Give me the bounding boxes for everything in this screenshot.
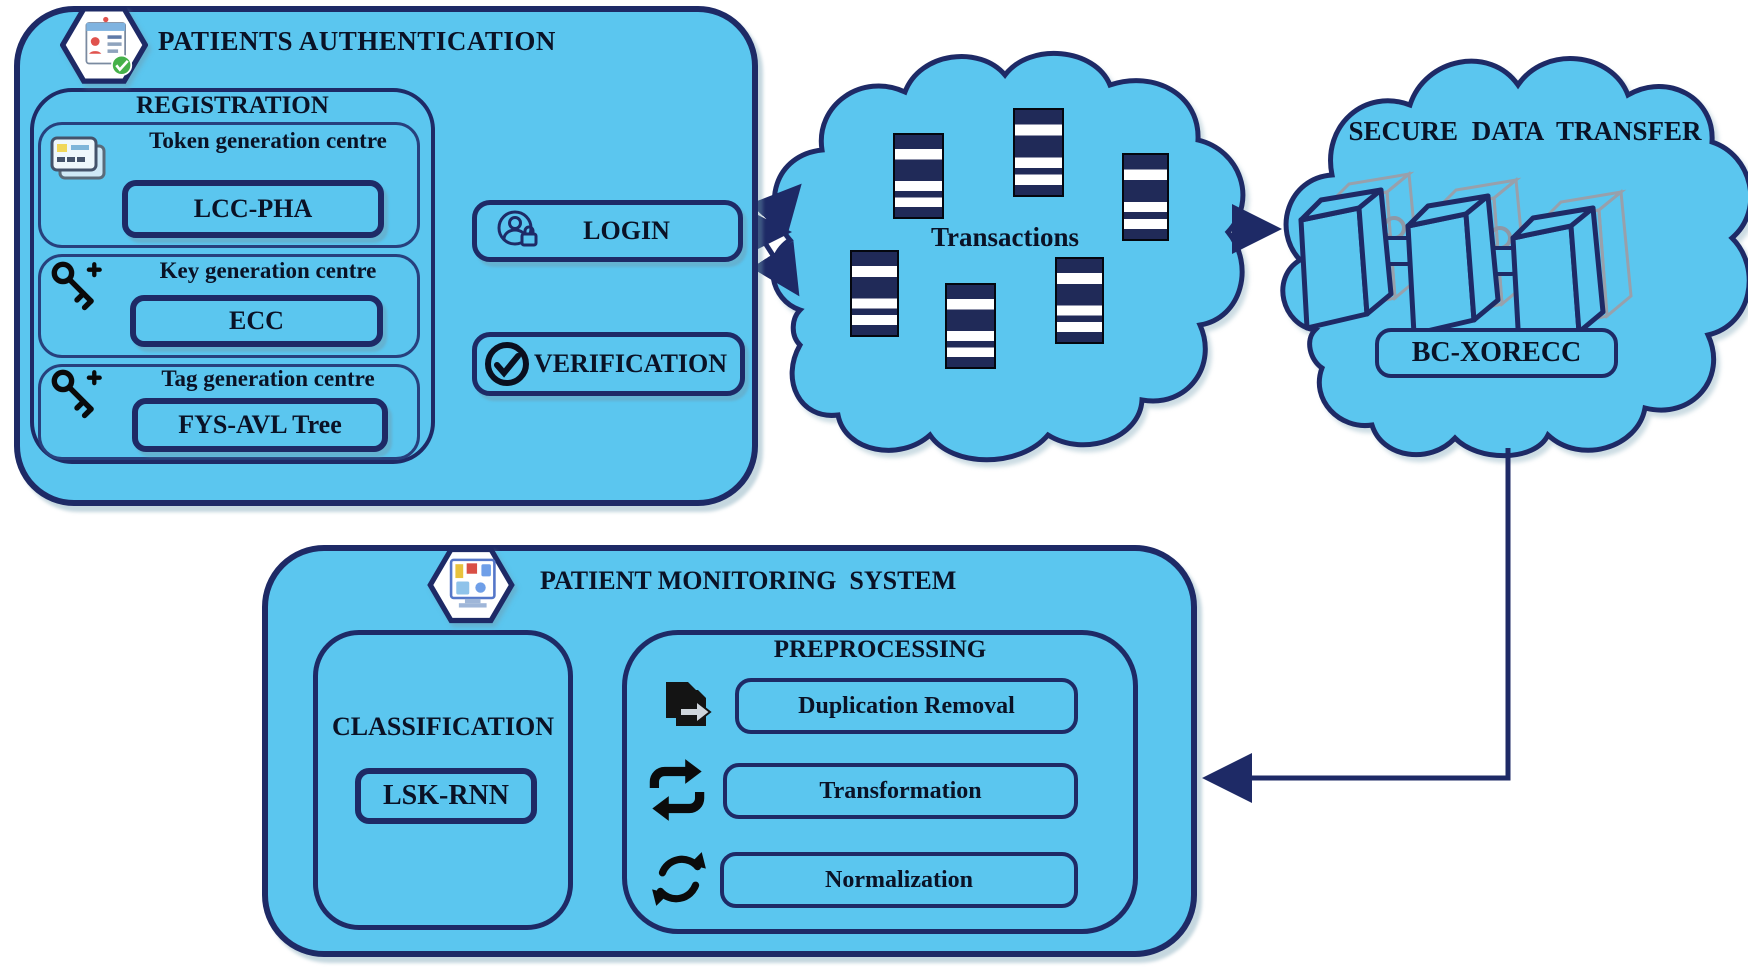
fys-avl-button: FYS-AVL Tree: [132, 398, 388, 452]
lcc-pha-button: LCC-PHA: [122, 180, 384, 238]
transaction-block: [1013, 108, 1064, 197]
transformation-button: Transformation: [723, 763, 1078, 819]
transaction-block: [850, 250, 899, 337]
user-lock-icon: [497, 210, 538, 247]
key-plus-icon: [51, 369, 102, 419]
token-centre-label: Token generation centre: [149, 128, 387, 153]
transactions-cloud-shape: [770, 50, 1246, 463]
normalization-button: Normalization: [720, 852, 1078, 908]
transaction-block: [945, 283, 996, 369]
id-badge-check-icon: [60, 6, 148, 84]
transaction-block: [1055, 257, 1104, 344]
id-cards-icon: [50, 136, 106, 180]
chain-links: [1362, 216, 1526, 276]
verification-button: VERIFICATION: [472, 332, 745, 396]
arrow-auth-to-cloud-up: [749, 183, 802, 238]
health-monitor-icon: [427, 546, 515, 624]
duplication-removal-button: Duplication Removal: [735, 678, 1078, 734]
lsk-rnn-button: LSK-RNN: [355, 768, 537, 824]
registration-title: REGISTRATION: [136, 92, 329, 119]
key-plus-icon: [51, 261, 102, 311]
secure-transfer-title: SECURE DATA TRANSFER: [1348, 116, 1702, 146]
authentication-title: PATIENTS AUTHENTICATION: [158, 26, 556, 56]
arrow-auth-to-cloud-down: [751, 230, 800, 297]
copy-document-icon: [666, 682, 712, 726]
verification-label: VERIFICATION: [533, 349, 728, 378]
classification-title: CLASSIFICATION: [331, 712, 554, 741]
check-circle-icon: [485, 342, 529, 386]
sync-arrows-icon: [652, 852, 706, 906]
repeat-arrows-icon: [649, 759, 705, 821]
key-centre-label: Key generation centre: [159, 258, 377, 283]
preprocessing-title: PREPROCESSING: [773, 636, 987, 663]
ecc-button: ECC: [130, 295, 383, 347]
login-label: LOGIN: [583, 216, 670, 245]
transaction-block: [893, 133, 944, 219]
arrow-secure-to-monitoring: [1202, 448, 1511, 803]
monitoring-title: PATIENT MONITORING SYSTEM: [540, 566, 957, 595]
login-button: LOGIN: [472, 200, 743, 262]
tag-centre-label: Tag generation centre: [161, 366, 375, 391]
transaction-block: [1122, 153, 1169, 241]
blockchain-cubes-icon: [1298, 187, 1606, 349]
bc-xorecc-button: BC-XORECC: [1375, 328, 1618, 378]
ghost-cubes: [1324, 171, 1633, 332]
transactions-label: Transactions: [930, 222, 1079, 252]
